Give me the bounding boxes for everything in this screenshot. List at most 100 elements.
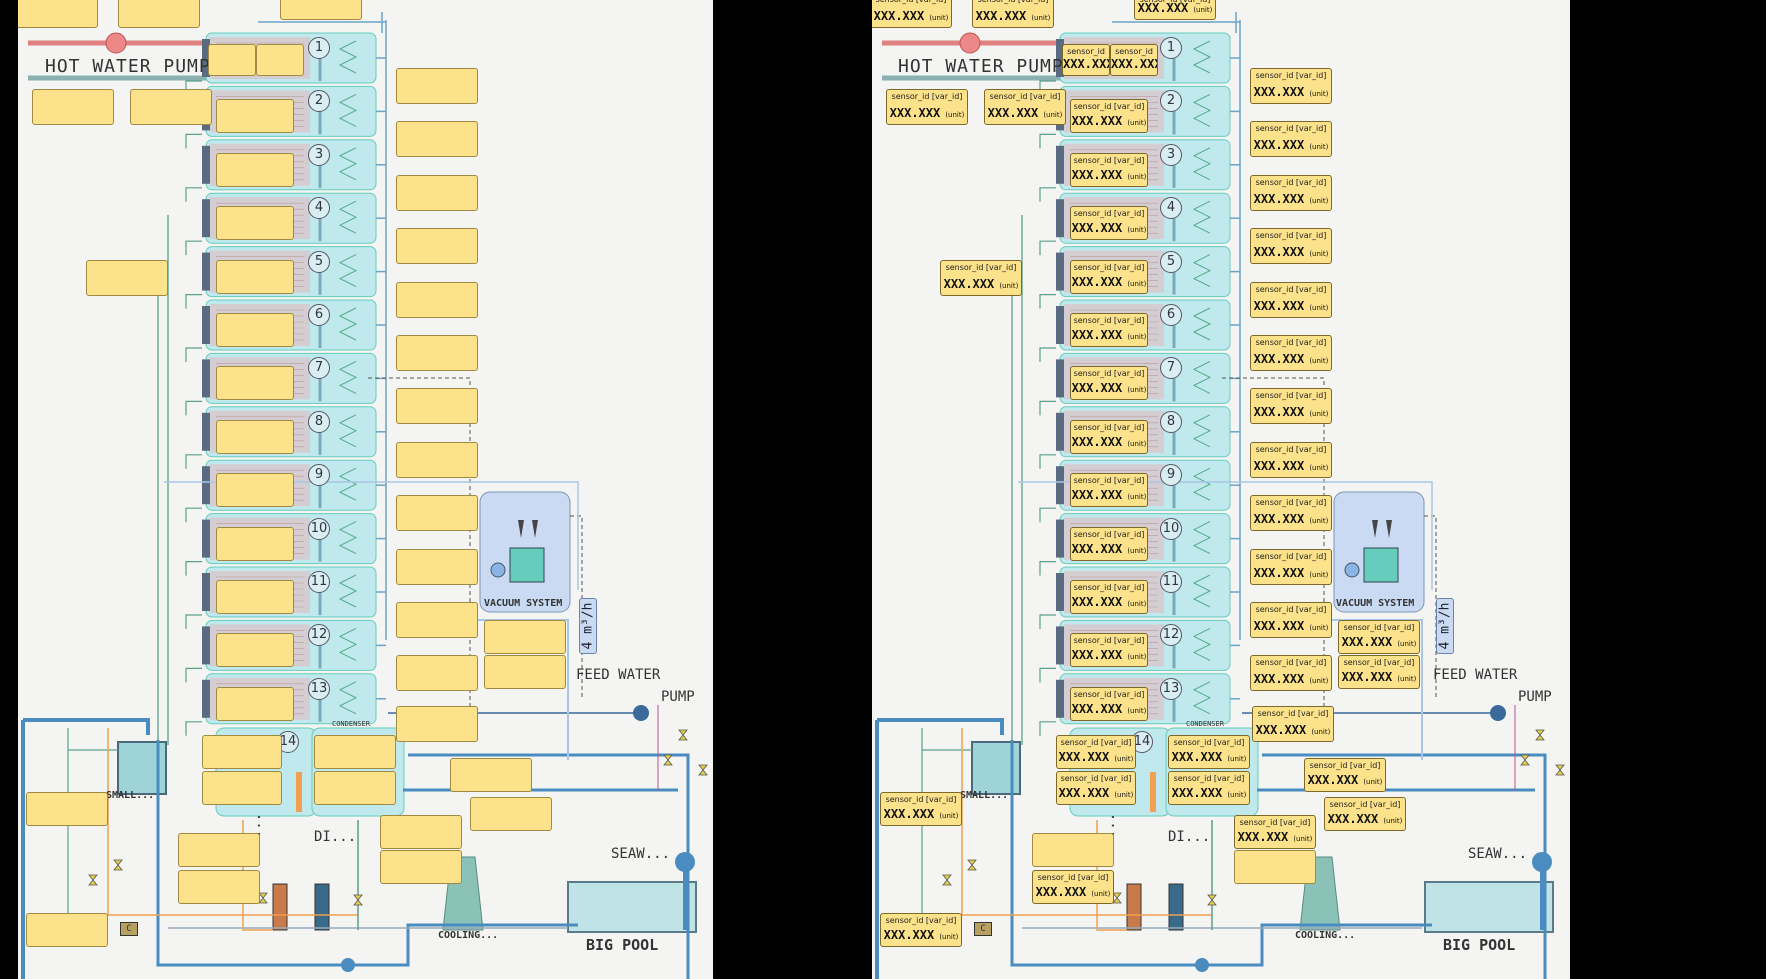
sensor-value-number: XXX.XXX bbox=[1071, 701, 1123, 716]
controller-label: C bbox=[120, 922, 138, 936]
sensor-unit: (unit) bbox=[1127, 119, 1147, 128]
sensor-id-label: sensor_id [var_id] bbox=[1073, 209, 1145, 219]
sensor-readout: sensor_id [var_id]XXX.XXX (unit) bbox=[1250, 68, 1332, 104]
sensor-value: XXX.XXX (unit) bbox=[1169, 746, 1249, 765]
sensor-value-number: XXX.XXX bbox=[1253, 512, 1305, 527]
sensor-placeholder-box bbox=[216, 580, 294, 614]
sensor-id-label: sensor_id [var_id] bbox=[1255, 551, 1327, 561]
valve-icon bbox=[1207, 894, 1217, 906]
sensor-id-label: sensor_id [var_id] bbox=[1173, 738, 1245, 747]
sensor-id-label: sensor_id [var_id] bbox=[1255, 177, 1327, 187]
sensor-readout: sensor_id [var_id]XXX.XXX (unit) bbox=[1250, 655, 1332, 692]
sensor-value: XXX.XXX (unit) bbox=[1071, 644, 1147, 663]
sensor-readout: sensor_id [var_id]XXX.XXX (unit) bbox=[1250, 335, 1332, 371]
sensor-id-label: sensor_id [var_id] bbox=[1073, 262, 1145, 272]
sensor-value: XXX.XXX (unit) bbox=[1071, 591, 1147, 610]
sensor-readout: sensor_id [var_id]XXX.XXX (unit) bbox=[1250, 281, 1332, 318]
condenser-label: CONDENSER bbox=[332, 720, 370, 728]
sensor-value-number: XXX.XXX bbox=[1341, 635, 1393, 649]
sensor-readout: sensor_id [var_id]XXX.XXX (unit) bbox=[972, 0, 1054, 28]
sensor-value: XXX.XXX (unit) bbox=[1251, 188, 1331, 207]
sensor-value-number: XXX.XXX bbox=[1071, 328, 1123, 342]
stage-number-13: 13 bbox=[1160, 677, 1182, 700]
sensor-value: XXX.XXX (unit) bbox=[1071, 431, 1147, 450]
sensor-id-label: sensor_id [var_id] bbox=[1073, 155, 1145, 165]
sensor-unit: (unit) bbox=[939, 933, 959, 941]
stage-number-8: 8 bbox=[1160, 410, 1182, 433]
flow-rate-badge: 4 m³/h bbox=[1436, 598, 1454, 654]
sensor-unit: (unit) bbox=[1309, 570, 1329, 579]
sensor-readout: sensor_id [var_id]XXX.XXX (unit) bbox=[1252, 706, 1334, 742]
sensor-placeholder-box bbox=[178, 870, 260, 904]
sensor-id-label: sensor_id bbox=[1115, 47, 1153, 56]
sensor-id-label: sensor_id [var_id] bbox=[872, 0, 951, 4]
sensor-value-number: XXX.XXX bbox=[1058, 786, 1110, 800]
sensor-value-number: XXX.XXX bbox=[1253, 298, 1305, 313]
distillate-label: DI... bbox=[1168, 829, 1211, 845]
sensor-value-number: XXX.XXX bbox=[1255, 723, 1307, 737]
stage-number-2: 2 bbox=[1160, 90, 1182, 113]
sensor-value: XXX.XXX (unit) bbox=[1251, 295, 1331, 314]
stage-number-11: 11 bbox=[308, 571, 330, 593]
sensor-readout: sensor_id [var_id]XXX.XXX (unit) bbox=[1250, 228, 1332, 265]
sensor-unit: (unit) bbox=[1114, 755, 1134, 763]
sensor-unit: (unit) bbox=[1309, 357, 1329, 365]
sensor-id-label: sensor_id [var_id] bbox=[1173, 774, 1245, 783]
condenser-label: CONDENSER bbox=[1186, 720, 1224, 728]
sensor-readout: sensor_id [var_id]XXX.XXX (unit) bbox=[1070, 152, 1148, 187]
sensor-value: XXX.XXX (unit) bbox=[1253, 719, 1333, 738]
sensor-placeholder-box bbox=[396, 174, 478, 211]
sensor-value-number: XXX.XXX bbox=[1071, 274, 1123, 289]
sensor-readout: sensor_id [var_id]XXX.XXX (unit) bbox=[880, 792, 962, 826]
sensor-id-label: sensor_id [var_id] bbox=[885, 795, 957, 804]
sensor-id-label: sensor_id [var_id] bbox=[1343, 658, 1415, 667]
sensor-unit: (unit) bbox=[945, 111, 965, 119]
stage-number-10: 10 bbox=[1160, 517, 1182, 540]
sensor-value-number: XXX.XXX bbox=[1063, 57, 1110, 71]
sensor-value-number: XXX.XXX bbox=[1058, 750, 1110, 764]
stage-number-12: 12 bbox=[308, 624, 330, 647]
seawater-label: SEAW... bbox=[1468, 846, 1528, 862]
cooling-label: COOLING... bbox=[438, 930, 499, 941]
sensor-value-number: XXX.XXX bbox=[1253, 85, 1305, 99]
big-pool-label: BIG POOL bbox=[1443, 936, 1516, 954]
sensor-value-number: XXX.XXX bbox=[1171, 750, 1223, 764]
sensor-readout: sensor_id [var_id]XXX.XXX (unit) bbox=[1250, 441, 1332, 478]
distillate-label: DI... bbox=[314, 829, 357, 845]
sensor-id-label: sensor_id [var_id] bbox=[1135, 0, 1215, 4]
sensor-unit: (unit) bbox=[1309, 463, 1329, 472]
sensor-value-number: XXX.XXX bbox=[1071, 114, 1123, 129]
flow-rate-label: 4 m³/h bbox=[1437, 602, 1453, 650]
pipe-network bbox=[875, 12, 1565, 979]
sensor-unit: (unit) bbox=[1127, 653, 1147, 662]
valve-icon bbox=[1535, 729, 1545, 741]
sensor-readout: sensor_id [var_id]XXX.XXX (unit) bbox=[1168, 735, 1250, 769]
sensor-id-label: sensor_id [var_id] bbox=[1073, 529, 1145, 539]
sensor-id-label: sensor_id [var_id] bbox=[1073, 476, 1145, 486]
sensor-placeholder-box bbox=[1234, 850, 1316, 884]
sensor-value: XXX.XXX (unit) bbox=[1251, 668, 1331, 687]
flow-rate-label: 4 m³/h bbox=[580, 602, 596, 650]
sensor-unit: (unit) bbox=[1127, 706, 1147, 715]
sensor-placeholder-box bbox=[18, 0, 98, 28]
sensor-placeholder-box bbox=[208, 44, 256, 76]
flow-rate-badge: 4 m³/h bbox=[579, 598, 597, 654]
sensor-readout: sensor_id [var_id]XXX.XXX (unit) bbox=[1070, 313, 1148, 347]
sensor-value: XXX.XXX (unit) bbox=[1071, 164, 1147, 183]
sensor-placeholder-box bbox=[396, 335, 478, 371]
sensor-readout: sensor_id [var_id]XXX.XXX (unit) bbox=[1250, 602, 1332, 638]
stage-number-5: 5 bbox=[308, 250, 330, 273]
sensor-id-label: sensor_id [var_id] bbox=[891, 92, 963, 101]
sensor-value: XXX.XXX (unit) bbox=[1325, 808, 1405, 827]
sensor-placeholder-box bbox=[1032, 833, 1114, 867]
sensor-unit: (unit) bbox=[1309, 250, 1329, 259]
sensor-id-label: sensor_id [var_id] bbox=[1255, 231, 1327, 241]
sensor-value: XXX.XXX bbox=[1111, 53, 1157, 72]
sensor-readout: sensor_id [var_id]XXX.XXX (unit) bbox=[1070, 366, 1148, 401]
sensor-id-label: sensor_id [var_id] bbox=[1073, 422, 1145, 432]
sensor-placeholder-box bbox=[484, 655, 566, 689]
feed-water-pump-label-line2: PUMP bbox=[661, 689, 695, 705]
sensor-unit: (unit) bbox=[1127, 546, 1147, 555]
